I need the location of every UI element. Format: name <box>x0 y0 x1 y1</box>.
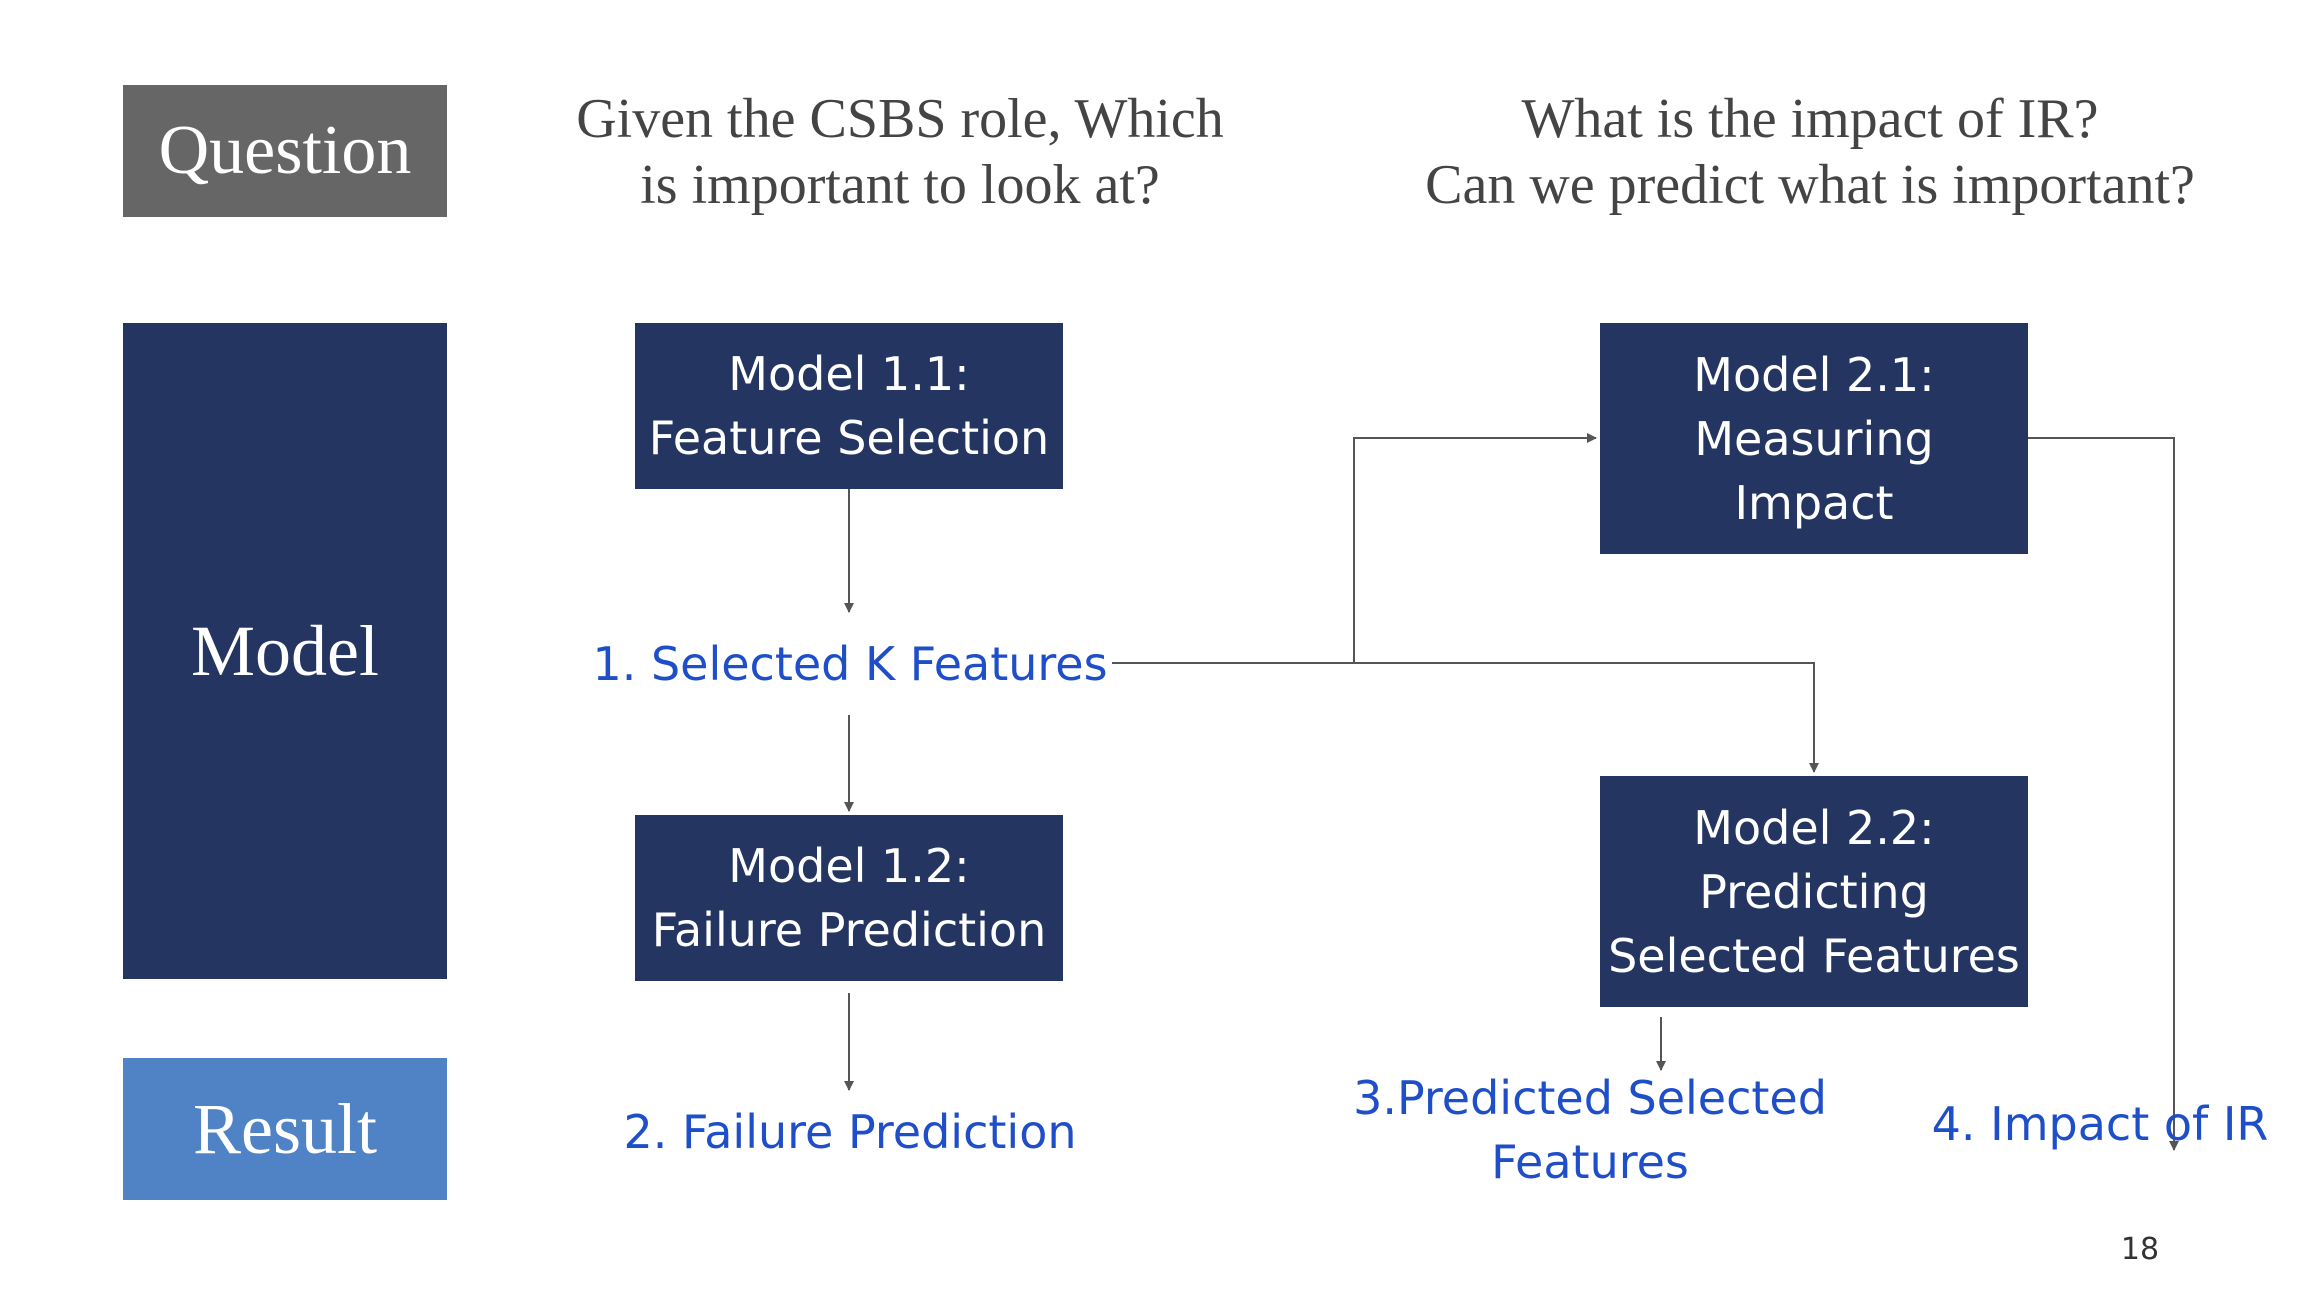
output-impact-of-ir: 4. Impact of IR <box>1931 1097 2269 1151</box>
arrow-selected-to-2-2 <box>1354 662 1819 773</box>
model-2-2-line-2: Predicting <box>1699 864 1929 919</box>
page-number: 18 <box>2120 1232 2160 1267</box>
output-predicted-line-2: Features <box>1491 1135 1689 1189</box>
output-selected-k-features: 1. Selected K Features <box>592 637 1108 691</box>
model-1-2-node: Model 1.2: Failure Prediction <box>635 815 1063 981</box>
output-predicted-line-1: 3.Predicted Selected <box>1353 1071 1827 1125</box>
model-2-1-line-2: Measuring <box>1694 411 1934 466</box>
question-label: Question <box>123 85 447 217</box>
question-left-line-2: is important to look at? <box>640 154 1160 216</box>
question-right-line-1: What is the impact of IR? <box>1521 88 2099 150</box>
output-failure-prediction: 2. Failure Prediction <box>623 1105 1077 1159</box>
question-right-line-2: Can we predict what is important? <box>1425 154 2195 216</box>
model-label: Model <box>123 323 447 979</box>
model-1-2-subtitle: Failure Prediction <box>651 903 1047 957</box>
question-right: What is the impact of IR? Can we predict… <box>1360 86 2260 218</box>
model-1-1-subtitle: Feature Selection <box>648 411 1050 465</box>
model-1-2-title: Model 1.2: <box>728 839 970 893</box>
model-2-2-title: Model 2.2: <box>1693 800 1935 855</box>
model-2-1-title: Model 2.1: <box>1693 347 1935 402</box>
model-2-1-node: Model 2.1: Measuring Impact <box>1600 323 2028 554</box>
model-2-2-line-3: Selected Features <box>1608 928 2020 983</box>
model-1-1-node: Model 1.1: Feature Selection <box>635 323 1063 489</box>
result-label: Result <box>123 1058 447 1200</box>
model-1-1-title: Model 1.1: <box>728 347 970 401</box>
arrow-selected-to-2-1 <box>1112 433 1597 664</box>
question-left-line-1: Given the CSBS role, Which <box>576 88 1224 150</box>
output-predicted-selected-features: 3.Predicted Selected Features <box>1330 1066 1850 1194</box>
arrow-2-1-to-impact <box>2028 437 2179 1151</box>
question-left: Given the CSBS role, Which is important … <box>540 86 1260 218</box>
model-2-2-node: Model 2.2: Predicting Selected Features <box>1600 776 2028 1007</box>
model-2-1-line-3: Impact <box>1734 475 1894 530</box>
